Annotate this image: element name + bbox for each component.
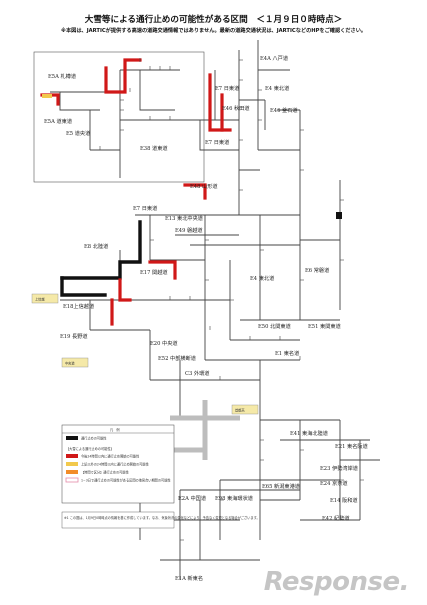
area-label-shutoko: 首都高: [235, 408, 245, 413]
central-closed-red-2: [118, 278, 132, 302]
route-label-e21: E21 東名阪道: [335, 442, 368, 450]
kinki-network: E41 東海北陸道 E21 東名阪道 E23 伊勢湾岸道 E24 京奈道 E65…: [120, 420, 380, 582]
page-subtitle: ※本図は、JARTICが提供する高速の道路交通情報ではありません。最新の道路交通…: [60, 28, 367, 34]
route-label-e4a: E4A 八戸道: [260, 54, 288, 62]
route-label-e17: E17 関越道: [140, 268, 168, 276]
route-label-e1: E1 東名道: [275, 349, 299, 357]
route-label-e18: E18上信越道: [63, 302, 94, 310]
legend-swatch-row1: [66, 454, 78, 458]
route-label-e49: E49 磐越道: [175, 226, 203, 234]
route-label-e6: E6 常磐道: [305, 266, 329, 274]
route-label-e23: E23 伊勢湾岸道: [320, 464, 358, 472]
route-label-e19: E19 長野道: [60, 332, 88, 340]
footnote-frame: [61, 511, 175, 529]
tohoku-closed-segment-2: [220, 93, 232, 132]
route-label-e46b: E46 秋田道: [222, 104, 250, 112]
legend-swatch-row3: [66, 470, 78, 474]
legend: 凡 例 通行止めの可能性 【大雪による通行止めの可能性】 今後24時間以内に通行…: [61, 424, 175, 504]
route-label-e7-mid: E7 日東道: [205, 138, 229, 146]
legend-row1: 今後24時間以内に通行止め開始の可能性: [81, 454, 140, 459]
route-label-e7-low: E7 日東道: [133, 204, 157, 212]
footnote-text: ※1 この図は、1月9日0時時点の情報を基に作成しています。なお、気象状況の変化…: [64, 515, 260, 520]
legend-frame: [61, 424, 175, 504]
tohoku-black-marker: [336, 212, 342, 219]
legend-swatch-closed: [66, 436, 78, 440]
legend-row2: 上記以外の24時間以内に通行止め開始の可能性: [81, 462, 150, 467]
legend-title: 凡 例: [110, 427, 120, 432]
route-label-e41: E41 東海北陸道: [290, 429, 328, 437]
area-label-joshinetsu: 上信越: [35, 297, 45, 302]
route-label-e8: E8 北陸道: [84, 242, 108, 250]
route-label-e5: E5 道央道: [66, 129, 90, 137]
watermark-text: Response.: [263, 567, 410, 597]
area-box-nagano: [61, 357, 89, 368]
tokai-grey-corridor: [110, 400, 240, 460]
central-closed-red-1: [148, 260, 177, 280]
legend-swatch-row4: [65, 477, 79, 483]
page-title: 大雪等による通行止めの可能性がある区間 ＜１月９日０時時点＞: [84, 15, 343, 25]
hokkaido-yellow-patch: [42, 94, 52, 98]
response-watermark: Response.: [263, 567, 410, 597]
route-label-e51: E51 東関東道: [308, 322, 341, 330]
route-label-c3: C3 外環道: [185, 369, 209, 377]
central-network: E7 日東道 E13 東北中央道 E49 磐越道 E8 北陸道 E17 関越道 …: [31, 204, 341, 421]
route-label-e5a-lower: E5A 道東道: [44, 117, 72, 125]
route-label-e50: E50 北関東道: [258, 322, 291, 330]
hokkaido-inset: E5A 札樽道 E5A 道東道 E5 道央道 E38 道東道: [33, 51, 205, 183]
route-label-e42: E42 紀勢道: [322, 514, 350, 522]
hokkaido-closed-segment-1: [104, 58, 142, 94]
area-box-joshinetsu: [31, 293, 59, 304]
central-closed-black-1: [60, 220, 142, 280]
route-label-e20: E20 中央道: [150, 339, 178, 347]
route-label-e38: E38 道東道: [140, 144, 168, 152]
footnote-box: ※1 この図は、1月9日0時時点の情報を基に作成しています。なお、気象状況の変化…: [61, 511, 260, 529]
legend-row4: 1~3日で通行止めの可能性がある区間の他見合い期間の可能性: [81, 478, 171, 483]
route-label-e13: E13 東北中央道: [165, 214, 203, 222]
route-label-e2a: E2A 中国道: [178, 494, 206, 502]
route-label-e1a: E1A 新東名: [175, 574, 203, 582]
route-label-e46: E46 釜石道: [270, 106, 298, 114]
route-label-e52: E52 中部横断道: [158, 354, 196, 362]
tohoku-closed-segment-3: [183, 183, 207, 200]
legend-section-title: 【大雪による通行止めの可能性】: [66, 446, 114, 451]
route-label-e5a: E5A 札樽道: [48, 72, 76, 80]
tohoku-network: E4A 八戸道 E4 東北道 E46 釜石道 E7 日東道 E46 秋田道 E7…: [183, 40, 344, 320]
legend-row3: 【時間で区分】通行止めの可能性: [81, 470, 130, 475]
area-label-nagano: 中央道: [65, 361, 75, 366]
route-label-e48: E48 山形道: [190, 182, 218, 190]
tohoku-closed-segment-1: [208, 73, 224, 132]
hokkaido-frame: [33, 51, 205, 183]
central-closed-black-2: [60, 276, 107, 297]
legend-swatch-row2: [66, 462, 78, 466]
route-label-e24: E24 京奈道: [320, 479, 348, 487]
route-label-e65: E65 新潟東港道: [262, 482, 300, 490]
route-label-e4-low: E4 東北道: [250, 274, 274, 282]
area-box-shutoko: [231, 404, 259, 415]
route-label-e98: E98 東海環状道: [215, 494, 253, 502]
route-label-e14: E14 阪和道: [330, 496, 358, 504]
route-label-e7-top: E7 日東道: [215, 84, 239, 92]
legend-closed: 通行止めの可能性: [81, 436, 107, 441]
route-label-e4: E4 東北道: [265, 84, 289, 92]
